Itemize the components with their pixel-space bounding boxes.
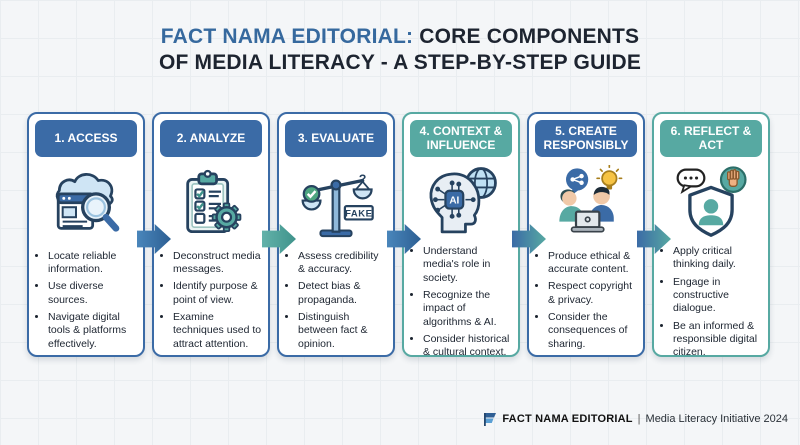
footer: FACT NAMA EDITORIAL | Media Literacy Ini…: [483, 412, 788, 426]
ai-head-globe-icon: AI: [404, 163, 518, 243]
bullet-item: Be an informed & responsible digital cit…: [673, 320, 763, 360]
card-evaluate-header: 3. EVALUATE: [285, 120, 387, 157]
card-context: 4. CONTEXT & INFLUENCE: [402, 112, 520, 358]
bullet-item: Consider historical & cultural context.: [423, 333, 513, 360]
card-create-header: 5. CREATE RESPONSIBLY: [535, 120, 637, 157]
bullet-item: Use diverse sources.: [48, 280, 138, 307]
card-evaluate-bullets: Assess credibility & accuracy. Detect bi…: [279, 250, 393, 355]
card-analyze-bullets: Deconstruct media messages. Identify pur…: [154, 250, 268, 355]
bullet-item: Engage in constructive dialogue.: [673, 276, 763, 316]
card-analyze: 2. ANALYZE: [152, 112, 270, 357]
svg-text:AI: AI: [449, 196, 459, 207]
flag-logo-icon: [484, 413, 497, 426]
bullet-item: Understand media's role in society.: [423, 245, 513, 285]
footer-separator: |: [637, 413, 641, 425]
bullet-item: Navigate digital tools & platforms effec…: [48, 311, 138, 351]
card-context-header: 4. CONTEXT & INFLUENCE: [410, 120, 512, 157]
bullet-item: Identify purpose & point of view.: [173, 280, 263, 307]
card-create-bullets: Produce ethical & accurate content. Resp…: [529, 250, 643, 355]
page-title: FACT NAMA EDITORIAL: CORE COMPONENTS OF …: [0, 24, 800, 77]
footer-text: Media Literacy Initiative 2024: [645, 413, 788, 425]
shield-person-dialogue-icon: [654, 163, 768, 243]
bullet-item: Distinguish between fact & opinion.: [298, 311, 388, 351]
bullet-item: Produce ethical & accurate content.: [548, 250, 638, 277]
clipboard-checklist-gear-icon: [154, 163, 268, 248]
bullet-item: Apply critical thinking daily.: [673, 245, 763, 272]
card-context-bullets: Understand media's role in society. Reco…: [404, 245, 518, 364]
bullet-item: Assess credibility & accuracy.: [298, 250, 388, 277]
bullet-item: Detect bias & propaganda.: [298, 280, 388, 307]
bullet-item: Locate reliable information.: [48, 250, 138, 277]
bullet-item: Examine techniques used to attract atten…: [173, 311, 263, 351]
bullet-item: Recognize the impact of algorithms & AI.: [423, 289, 513, 329]
svg-text:?: ?: [359, 172, 366, 186]
people-laptop-share-icon: [529, 163, 643, 248]
card-reflect-bullets: Apply critical thinking daily. Engage in…: [654, 245, 768, 364]
title-rest-text: CORE COMPONENTS OF MEDIA LITERACY - A ST…: [158, 25, 642, 75]
cloud-search-browser-icon: [29, 163, 143, 248]
brand-title-text: FACT NAMA EDITORIAL:: [160, 25, 414, 48]
bullet-item: Respect copyright & privacy.: [548, 280, 638, 307]
card-reflect-header: 6. REFLECT & ACT: [660, 120, 762, 157]
card-analyze-header: 2. ANALYZE: [160, 120, 262, 157]
steps-row: 1. ACCESS Locate reliable information. U…: [27, 112, 770, 358]
card-access-bullets: Locate reliable information. Use diverse…: [29, 250, 143, 355]
bullet-item: Consider the consequences of sharing.: [548, 311, 638, 351]
card-access-header: 1. ACCESS: [35, 120, 137, 157]
card-create: 5. CREATE RESPONSIBLY: [527, 112, 645, 357]
balance-scale-fake-icon: ? FAKE: [279, 163, 393, 248]
card-access: 1. ACCESS Locate reliable information. U…: [27, 112, 145, 357]
bullet-item: Deconstruct media messages.: [173, 250, 263, 277]
svg-text:FAKE: FAKE: [345, 209, 372, 220]
card-reflect: 6. REFLECT & ACT Apply critic: [652, 112, 770, 358]
footer-brand: FACT NAMA EDITORIAL: [502, 413, 633, 425]
card-evaluate: 3. EVALUATE ? FAKE Assess credib: [277, 112, 395, 357]
